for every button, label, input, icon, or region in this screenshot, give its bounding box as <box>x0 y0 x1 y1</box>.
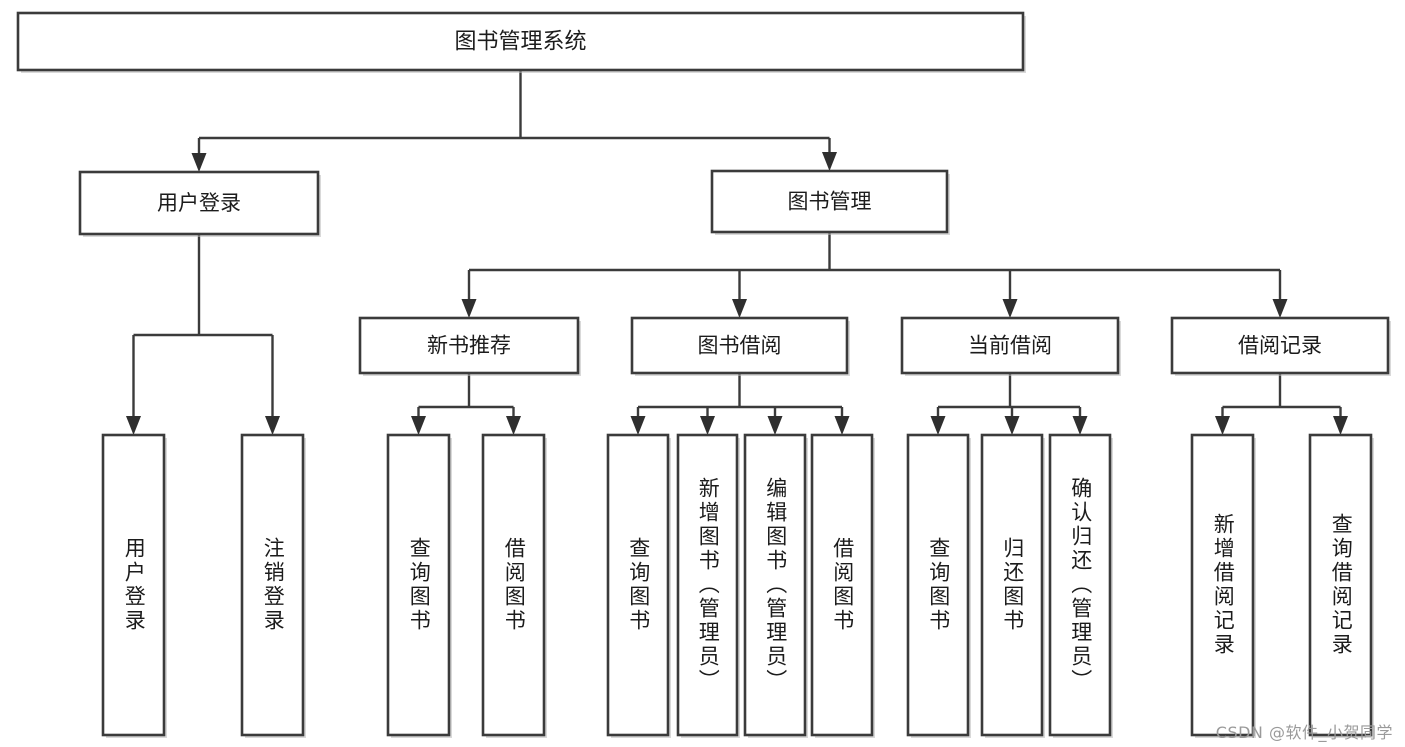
node-label-root: 图书管理系统 <box>454 30 586 55</box>
node-box-leaf-query-book-2[interactable] <box>606 433 670 737</box>
node-box-leaf-confirm-return[interactable] <box>1048 433 1112 737</box>
node-label-borrow-record: 借阅记录 <box>1238 334 1322 358</box>
node-box-leaf-return-book[interactable] <box>980 433 1044 737</box>
node-box-leaf-query-book-3[interactable] <box>906 433 970 737</box>
node-box-user-login[interactable] <box>78 170 320 236</box>
node-box-root[interactable] <box>16 11 1025 72</box>
node-box-leaf-user-login[interactable] <box>101 433 166 737</box>
node-box-leaf-edit-book[interactable] <box>743 433 807 737</box>
node-layer <box>16 11 1391 738</box>
node-box-book-borrow[interactable] <box>630 316 849 375</box>
node-box-leaf-user-logout[interactable] <box>240 433 305 737</box>
csdn-watermark: CSDN @软件_小贺同学 <box>1215 723 1393 742</box>
node-box-leaf-add-book[interactable] <box>676 433 739 737</box>
node-label-new-book-recommend: 新书推荐 <box>427 334 511 358</box>
node-box-leaf-query-book-1[interactable] <box>386 433 451 737</box>
node-label-book-management: 图书管理 <box>788 190 872 214</box>
node-label-current-borrow: 当前借阅 <box>968 334 1052 358</box>
node-box-current-borrow[interactable] <box>900 316 1120 375</box>
connector-layer <box>126 70 1348 435</box>
node-box-book-management[interactable] <box>710 169 949 234</box>
node-box-leaf-borrow-book-2[interactable] <box>810 433 874 737</box>
node-box-leaf-add-record[interactable] <box>1190 433 1255 737</box>
node-box-borrow-record[interactable] <box>1170 316 1390 375</box>
node-box-leaf-query-record[interactable] <box>1308 433 1373 737</box>
node-box-leaf-borrow-book-1[interactable] <box>481 433 546 737</box>
node-label-book-borrow: 图书借阅 <box>698 334 782 358</box>
node-label-user-login: 用户登录 <box>157 191 241 215</box>
node-box-new-book-recommend[interactable] <box>358 316 580 375</box>
